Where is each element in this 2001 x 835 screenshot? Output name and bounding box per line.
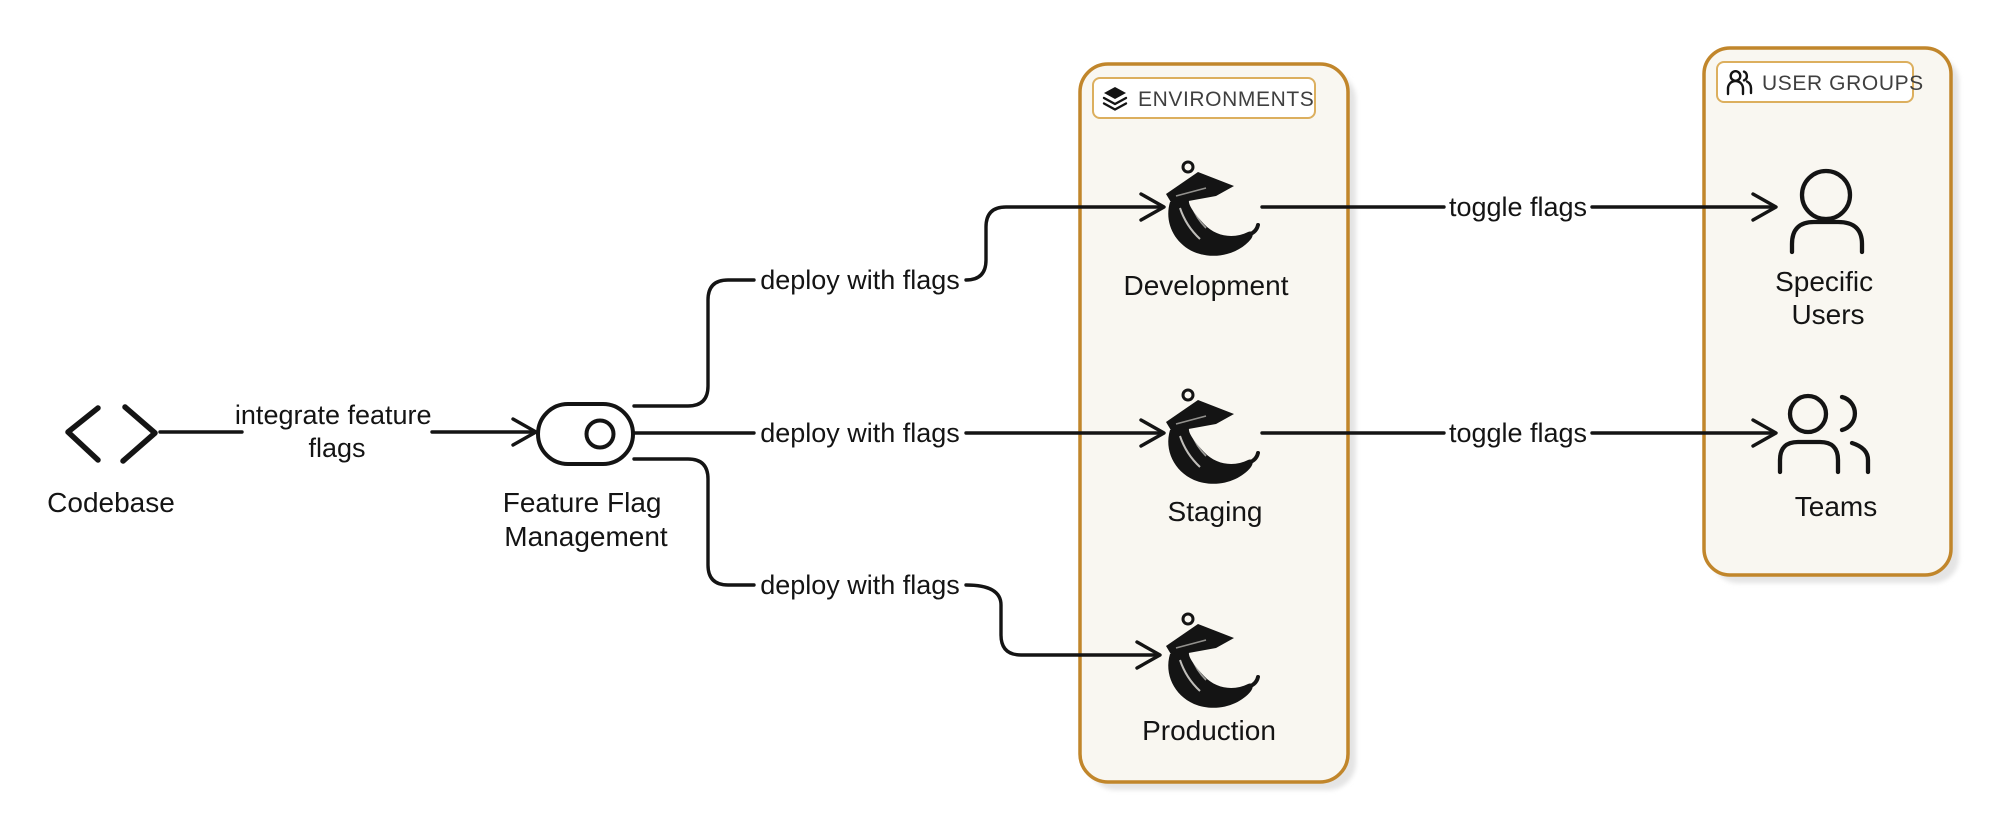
edge-label-deploy-with-flags: deploy with flags [760, 418, 960, 448]
teams-label: Teams [1795, 491, 1877, 522]
node-teams: Teams [1777, 393, 1877, 522]
single-user-icon [1789, 168, 1865, 255]
users-icon [1777, 393, 1871, 475]
connector-line [632, 278, 756, 408]
ffm-label-line2: Management [504, 521, 668, 552]
user-groups-badge: USER GROUPS [1716, 61, 1924, 103]
connector-line [964, 205, 1162, 282]
staging-label: Staging [1168, 496, 1263, 527]
development-label: Development [1124, 270, 1289, 301]
edge-label-toggle-flags: toggle flags [1449, 192, 1587, 222]
edge-staging-to-teams: toggle flags [1260, 418, 1778, 448]
users-icon [1726, 69, 1753, 96]
arrowhead [1135, 640, 1162, 670]
connector-line [632, 457, 756, 587]
node-specific-users: Specific Users [1775, 168, 1881, 330]
toggle-switch-icon [536, 402, 635, 466]
user-groups-badge-box [1716, 61, 1914, 103]
ffm-label-line1: Feature Flag [503, 487, 662, 518]
edge-ffm-to-production: deploy with flags [632, 457, 1162, 670]
arrowhead [1751, 418, 1778, 448]
node-development: Development [1124, 160, 1289, 301]
arrowhead [1139, 418, 1166, 448]
specific-users-label: Specific Users [1775, 266, 1881, 330]
environments-group-badge: ENVIRONMENTS [1092, 77, 1316, 119]
node-feature-flag-management: Feature Flag Management [503, 402, 670, 552]
edge-label-integrate-feature-flags: integrate feature flags [235, 400, 439, 463]
environments-badge-box [1092, 77, 1316, 119]
edge-ffm-to-staging: deploy with flags [632, 418, 1166, 448]
feature-flag-management-label: Feature Flag Management [503, 487, 670, 552]
node-codebase: Codebase [47, 404, 175, 518]
production-label: Production [1142, 715, 1276, 746]
node-production: Production [1142, 612, 1276, 746]
user-groups-title: USER GROUPS [1762, 72, 1924, 95]
user-groups-box [1702, 46, 1953, 577]
edge-label-deploy-with-flags: deploy with flags [760, 265, 960, 295]
node-staging: Staging [1164, 388, 1263, 527]
edge1-label-line1: integrate feature [235, 400, 432, 430]
edge-label-deploy-with-flags: deploy with flags [760, 570, 960, 600]
edge1-label-line2: flags [308, 433, 365, 463]
edge-label-toggle-flags: toggle flags [1449, 418, 1587, 448]
environments-group-title: ENVIRONMENTS [1138, 88, 1314, 111]
code-brackets-icon [65, 404, 158, 464]
arrowhead [511, 417, 538, 447]
codebase-label: Codebase [47, 487, 175, 518]
edge-ffm-to-development: deploy with flags [632, 192, 1166, 408]
specific-users-line1: Specific [1775, 266, 1873, 297]
specific-users-line2: Users [1791, 299, 1864, 330]
connector-line [964, 583, 1158, 657]
arrowhead [1751, 192, 1778, 222]
layers-icon [1102, 87, 1128, 111]
arrowhead [1139, 192, 1166, 222]
edge-development-to-specific-users: toggle flags [1260, 192, 1778, 222]
edge-codebase-to-ffm: integrate feature flags [158, 400, 538, 463]
